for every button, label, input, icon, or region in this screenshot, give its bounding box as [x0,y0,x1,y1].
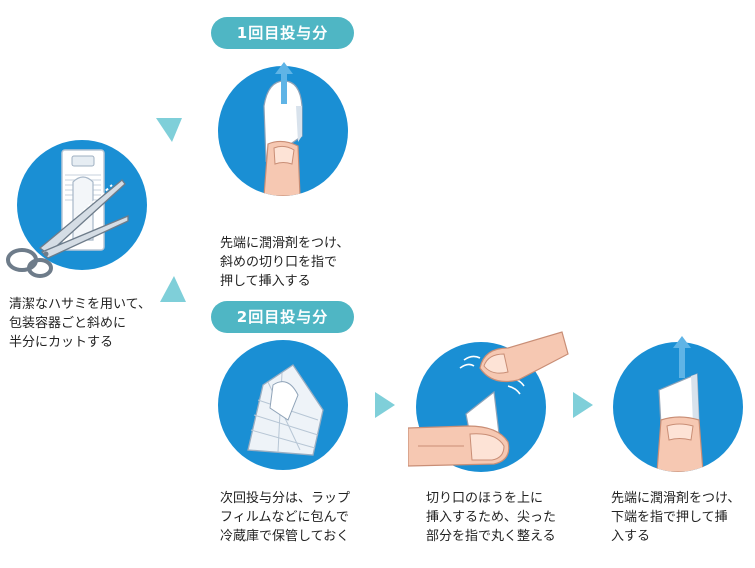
scissors-icon [6,179,129,278]
round-step-caption: 切り口のほうを上に 挿入するため、尖った 部分を指で丸く整える [426,491,557,544]
first-dose-header: 1回目投与分 [211,17,354,49]
arrow-up-right-icon [156,118,182,142]
arrow-right-icon-2 [573,392,593,418]
store-step-caption: 次回投与分は、ラップ フィルムなどに包んで 冷蔵庫で保管しておく [220,491,351,544]
finger-upper [479,331,569,383]
second-dose-header: 2回目投与分 [211,301,354,333]
first-insert-caption: 先端に潤滑剤をつけ、 斜めの切り口を指で 押して挿入する [220,236,350,289]
arrow-down-right-icon [160,276,186,302]
cut-step-caption: 清潔なハサミを用いて、 包装容器ごと斜めに 半分にカットする [9,297,151,350]
arrow-up-icon-2 [673,336,691,378]
store-step-circle [218,340,348,470]
arrow-right-icon [375,392,395,418]
second-insert-circle [613,342,743,472]
finger-lower [408,425,510,467]
arrow-up-icon [275,62,293,104]
second-insert-caption: 先端に潤滑剤をつけ、 下端を指で押して挿 入する [611,491,741,544]
